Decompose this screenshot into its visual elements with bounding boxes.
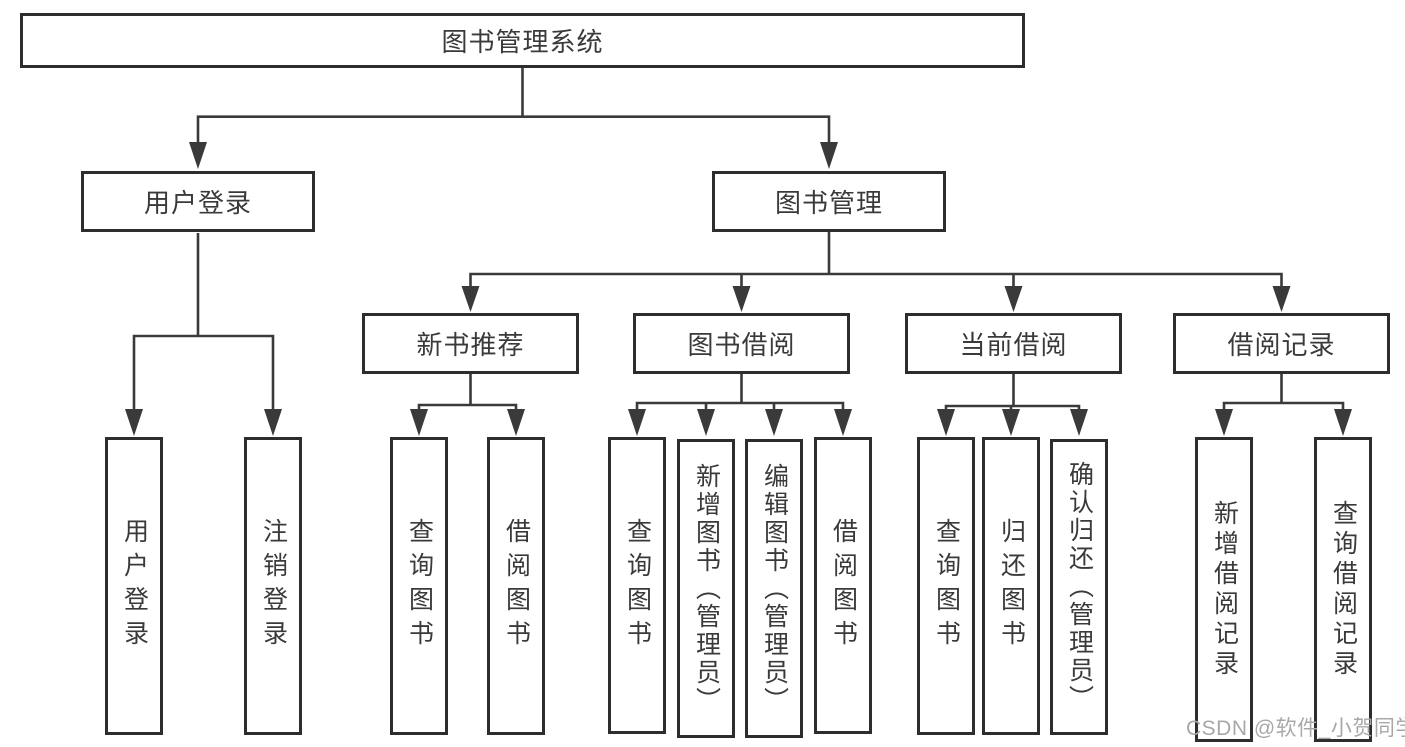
node-book-management: 图书管理	[712, 171, 946, 232]
leaf-borrow-books: 借阅图书	[814, 437, 872, 734]
leaf-add-books-admin: 新增图书（管理员）	[677, 439, 735, 738]
node-new-book-recommendation: 新书推荐	[362, 313, 579, 374]
leaf-borrow-books-recommend: 借阅图书	[487, 437, 545, 735]
leaf-edit-books-admin: 编辑图书（管理员）	[745, 439, 803, 738]
csdn-watermark: CSDN @软件_小贺同学	[1186, 717, 1405, 740]
leaf-query-borrow-record: 查询借阅记录	[1314, 437, 1372, 742]
node-borrowing-records: 借阅记录	[1173, 313, 1390, 374]
leaf-add-borrow-record: 新增借阅记录	[1195, 437, 1253, 742]
node-current-borrowing: 当前借阅	[905, 313, 1122, 374]
leaf-query-books-current: 查询图书	[917, 437, 975, 735]
leaf-query-books-recommend: 查询图书	[390, 437, 448, 735]
node-book-borrowing: 图书借阅	[633, 313, 850, 374]
leaf-query-books-borrow: 查询图书	[608, 437, 666, 734]
node-user-login: 用户登录	[81, 171, 315, 232]
leaf-logout: 注销登录	[244, 437, 302, 735]
leaf-return-books: 归还图书	[982, 437, 1040, 735]
node-library-system: 图书管理系统	[20, 13, 1025, 68]
leaf-user-login: 用户登录	[105, 437, 163, 735]
leaf-confirm-return-admin: 确认归还（管理员）	[1050, 439, 1108, 735]
